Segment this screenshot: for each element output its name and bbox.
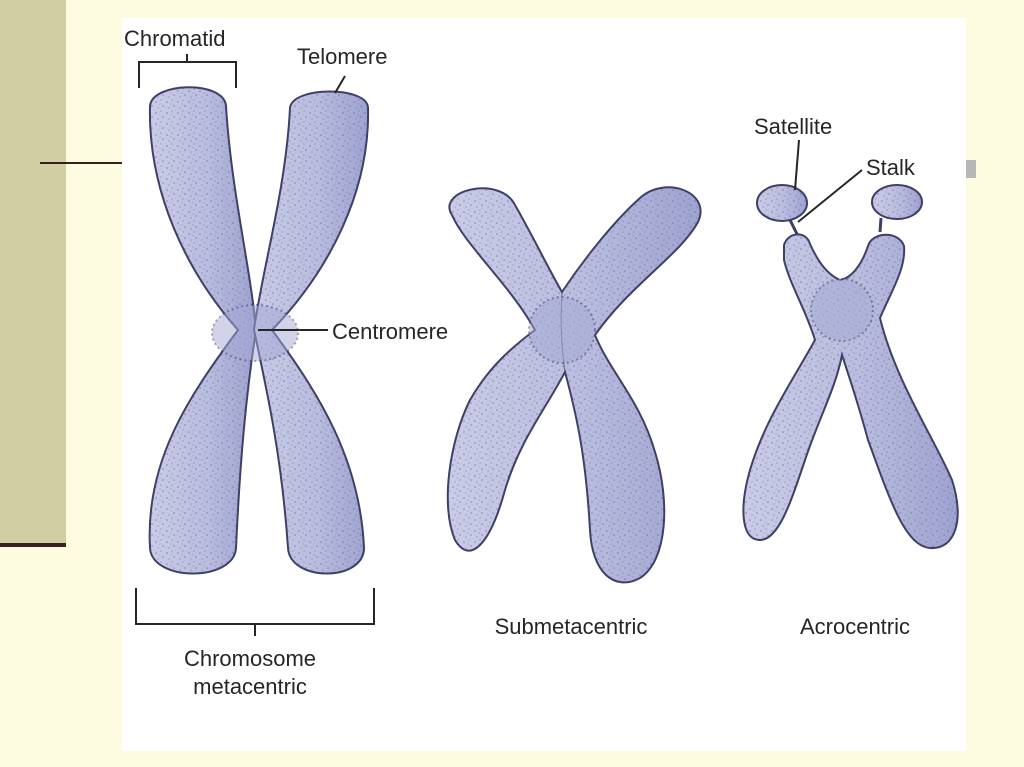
telomere-leader <box>334 75 346 94</box>
metacentric-chromosome <box>148 86 370 575</box>
stalk-leader <box>797 169 863 223</box>
submetacentric-centromere <box>528 296 596 364</box>
chromatid-label: Chromatid <box>124 26 225 51</box>
submetacentric-chromosome <box>446 186 702 584</box>
acrocentric-chromosome <box>742 184 959 550</box>
slide-side-rule-top <box>40 162 130 164</box>
metacentric-chromatid-left <box>148 86 258 575</box>
metacentric-centromere <box>211 304 299 362</box>
stalk-label: Stalk <box>866 155 916 180</box>
slide-side-band <box>0 0 66 543</box>
slide-side-rule-bottom <box>0 543 66 547</box>
telomere-label: Telomere <box>297 44 387 69</box>
submetacentric-label: Submetacentric <box>495 614 648 639</box>
centromere-label: Centromere <box>332 319 448 344</box>
metacentric-label: metacentric <box>193 674 307 699</box>
satellite-label: Satellite <box>754 114 832 139</box>
chromosome-label: Chromosome <box>184 646 316 671</box>
chromosome-bracket <box>135 588 375 636</box>
acrocentric-stalks <box>788 217 883 235</box>
acrocentric-label: Acrocentric <box>800 614 910 639</box>
acrocentric-centromere <box>810 278 874 342</box>
chromatid-bracket <box>138 54 237 88</box>
satellite-leader <box>794 139 800 191</box>
metacentric-chromatid-right <box>252 90 370 575</box>
